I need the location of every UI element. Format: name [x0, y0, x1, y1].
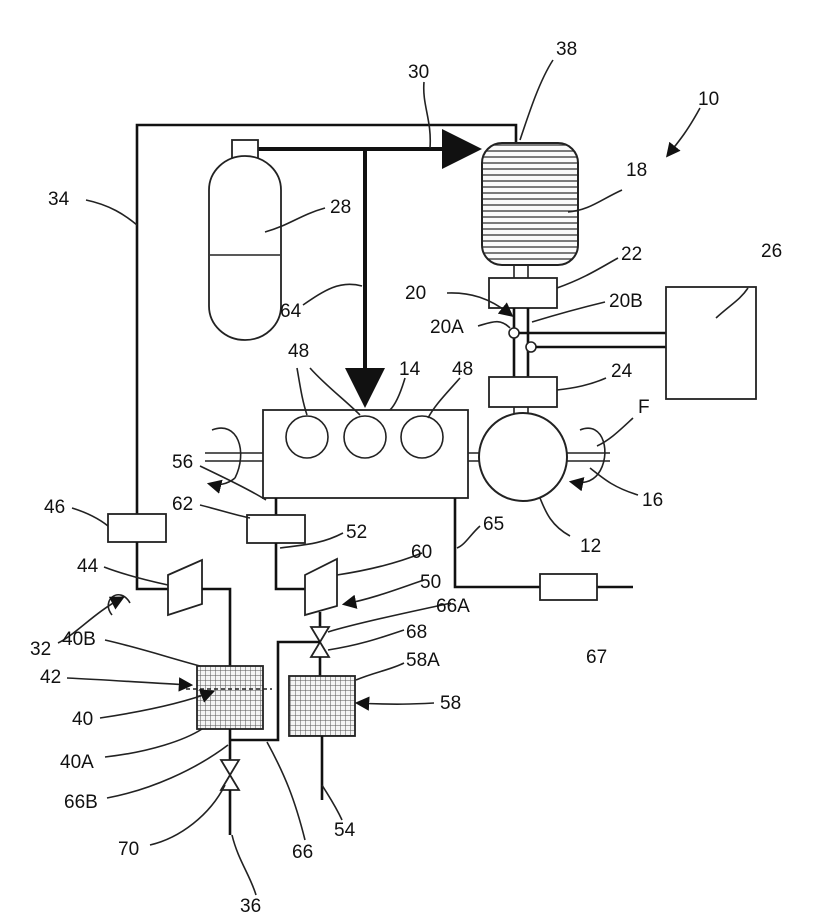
- label-54: 54: [334, 820, 356, 841]
- label-16: 16: [642, 490, 663, 511]
- label-28: 28: [330, 197, 351, 218]
- label-70: 70: [118, 839, 139, 860]
- label-20A: 20A: [430, 317, 464, 338]
- turbine-60: [305, 559, 337, 615]
- label-12: 12: [580, 536, 601, 557]
- component-46: [108, 514, 166, 542]
- compressor-44: [168, 560, 202, 615]
- label-58A: 58A: [406, 650, 440, 671]
- label-40B: 40B: [62, 629, 96, 650]
- label-10: 10: [698, 89, 719, 110]
- label-40A: 40A: [60, 752, 94, 773]
- rotation-arrow-right: [580, 428, 605, 474]
- label-60: 60: [411, 542, 432, 563]
- label-52: 52: [346, 522, 367, 543]
- cylinder-48-2: [344, 416, 386, 458]
- label-65: 65: [483, 514, 504, 535]
- pipe-44-40: [202, 589, 230, 666]
- cylinder-48-1: [286, 416, 328, 458]
- exchanger-40: [197, 666, 263, 729]
- label-30: 30: [408, 62, 429, 83]
- label-44: 44: [77, 556, 99, 577]
- label-F: F: [638, 397, 650, 418]
- exchanger-58: [289, 676, 355, 736]
- motor-12: [479, 413, 567, 501]
- label-38: 38: [556, 39, 577, 60]
- label-32: 32: [30, 639, 51, 660]
- label-66: 66: [292, 842, 313, 863]
- pipe-62-60: [276, 543, 305, 589]
- label-46: 46: [44, 497, 65, 518]
- label-56: 56: [172, 452, 193, 473]
- stack-link: [514, 265, 528, 278]
- label-40: 40: [72, 709, 93, 730]
- label-62: 62: [172, 494, 193, 515]
- label-20B: 20B: [609, 291, 643, 312]
- controller-26: [666, 287, 756, 399]
- label-26: 26: [761, 241, 782, 262]
- label-34: 34: [48, 189, 70, 210]
- component-24: [489, 377, 557, 407]
- label-58: 58: [440, 693, 461, 714]
- label-14: 14: [399, 359, 421, 380]
- label-66A: 66A: [436, 596, 470, 617]
- label-48-right: 48: [452, 359, 473, 380]
- label-64: 64: [280, 301, 302, 322]
- label-24: 24: [611, 361, 633, 382]
- component-62: [247, 515, 305, 543]
- cylinder-48-3: [401, 416, 443, 458]
- label-22: 22: [621, 244, 642, 265]
- line-20: [514, 308, 528, 377]
- valve-70: [221, 760, 239, 790]
- fuel-cell-stack: [482, 143, 578, 265]
- junction-20A: [509, 328, 519, 338]
- lines-to-26: [519, 333, 666, 347]
- junction-20B: [526, 342, 536, 352]
- component-22: [489, 278, 557, 308]
- component-67: [540, 574, 597, 600]
- label-67: 67: [586, 647, 607, 668]
- label-48-left: 48: [288, 341, 309, 362]
- label-36: 36: [240, 896, 261, 917]
- hydrogen-tank: [209, 156, 281, 340]
- label-20: 20: [405, 283, 426, 304]
- label-42: 42: [40, 667, 61, 688]
- label-68: 68: [406, 622, 427, 643]
- rotation-arrow-right-tail: [572, 474, 598, 483]
- label-18: 18: [626, 160, 647, 181]
- label-50: 50: [420, 572, 441, 593]
- label-66B: 66B: [64, 792, 98, 813]
